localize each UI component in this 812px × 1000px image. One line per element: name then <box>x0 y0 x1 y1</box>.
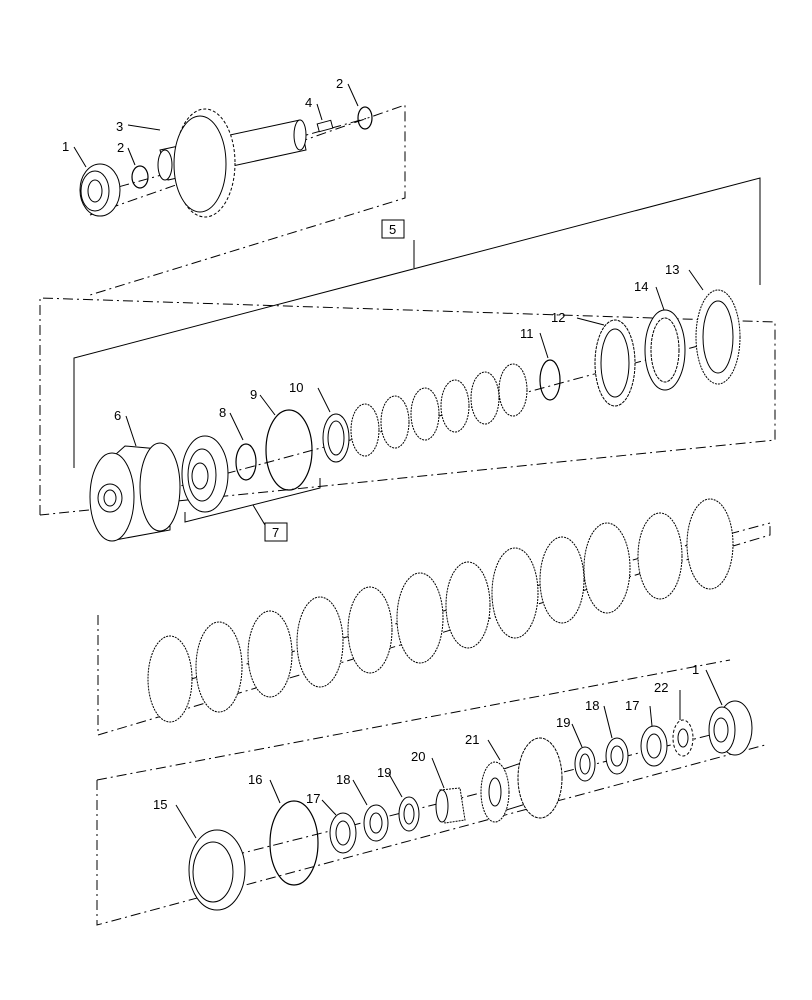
pin-part-4[interactable] <box>316 119 334 133</box>
washer-part-17[interactable] <box>329 812 357 854</box>
lock-plate-part-22[interactable] <box>672 719 694 757</box>
bearing-race-part-18[interactable] <box>363 804 389 842</box>
clutch-pack-group: 7 6 8 9 10 11 12 14 13 <box>39 262 776 542</box>
clutch-plate-set[interactable] <box>350 363 528 457</box>
bearing-part-1[interactable] <box>79 163 121 217</box>
callout-3: 3 <box>116 119 123 134</box>
callout-13: 13 <box>665 262 679 277</box>
callout-11: 11 <box>520 326 534 341</box>
washer-part-19[interactable] <box>398 796 420 832</box>
callout-1: 1 <box>62 139 69 154</box>
callout-22: 22 <box>654 680 668 695</box>
callout-1b: 1 <box>692 662 699 677</box>
gear-part-21[interactable] <box>480 737 563 823</box>
washer-part-10[interactable] <box>322 413 350 463</box>
callout-5: 5 <box>389 222 396 237</box>
callout-17b: 17 <box>625 698 639 713</box>
thrust-washer-part-15[interactable] <box>188 829 246 911</box>
output-assembly-group: 15 16 17 18 19 20 21 19 18 17 22 1 <box>96 659 766 926</box>
callout-21: 21 <box>465 732 479 747</box>
steel-plate-row[interactable] <box>147 512 683 723</box>
kit-5-bracket: 5 <box>73 177 761 468</box>
seal-part-9[interactable] <box>265 409 313 491</box>
spring-plate-part-13[interactable] <box>695 289 741 385</box>
callout-4: 4 <box>305 95 312 110</box>
callout-20: 20 <box>411 749 425 764</box>
plate-part-14[interactable] <box>644 309 686 391</box>
callout-6: 6 <box>114 408 121 423</box>
callout-8: 8 <box>219 405 226 420</box>
seal-ring-part-16[interactable] <box>269 800 319 886</box>
bearing-race-part-18b[interactable] <box>605 737 629 775</box>
callout-2: 2 <box>117 140 124 155</box>
callout-19: 19 <box>377 765 391 780</box>
snap-ring-part-11[interactable] <box>539 359 561 401</box>
callout-17: 17 <box>306 791 320 806</box>
washer-part-17b[interactable] <box>640 725 668 767</box>
shaft-assembly-group: 1 2 3 4 2 <box>62 76 406 296</box>
callout-14: 14 <box>634 279 648 294</box>
callout-7: 7 <box>272 525 279 540</box>
callout-18: 18 <box>336 772 350 787</box>
plate-part-12[interactable] <box>594 319 636 407</box>
friction-plate-row-inner[interactable] <box>195 498 734 713</box>
callout-19b: 19 <box>556 715 570 730</box>
callout-15: 15 <box>153 797 167 812</box>
callout-18b: 18 <box>585 698 599 713</box>
bearing-part-1b[interactable] <box>708 700 753 756</box>
seal-part-8[interactable] <box>235 443 257 481</box>
gear-shaft-part-3[interactable] <box>157 108 307 218</box>
piston-part[interactable] <box>181 435 229 513</box>
callout-16: 16 <box>248 772 262 787</box>
snap-ring-part-2b[interactable] <box>357 106 373 130</box>
snap-ring-part-2[interactable] <box>131 165 149 189</box>
washer-part-19b[interactable] <box>574 746 596 782</box>
callout-12: 12 <box>551 310 565 325</box>
callout-10: 10 <box>289 380 303 395</box>
callout-2b: 2 <box>336 76 343 91</box>
clutch-housing-part-6[interactable] <box>89 442 181 542</box>
friction-plate-row <box>97 498 771 736</box>
callout-9: 9 <box>250 387 257 402</box>
needle-bearing-part-20[interactable] <box>435 787 466 824</box>
